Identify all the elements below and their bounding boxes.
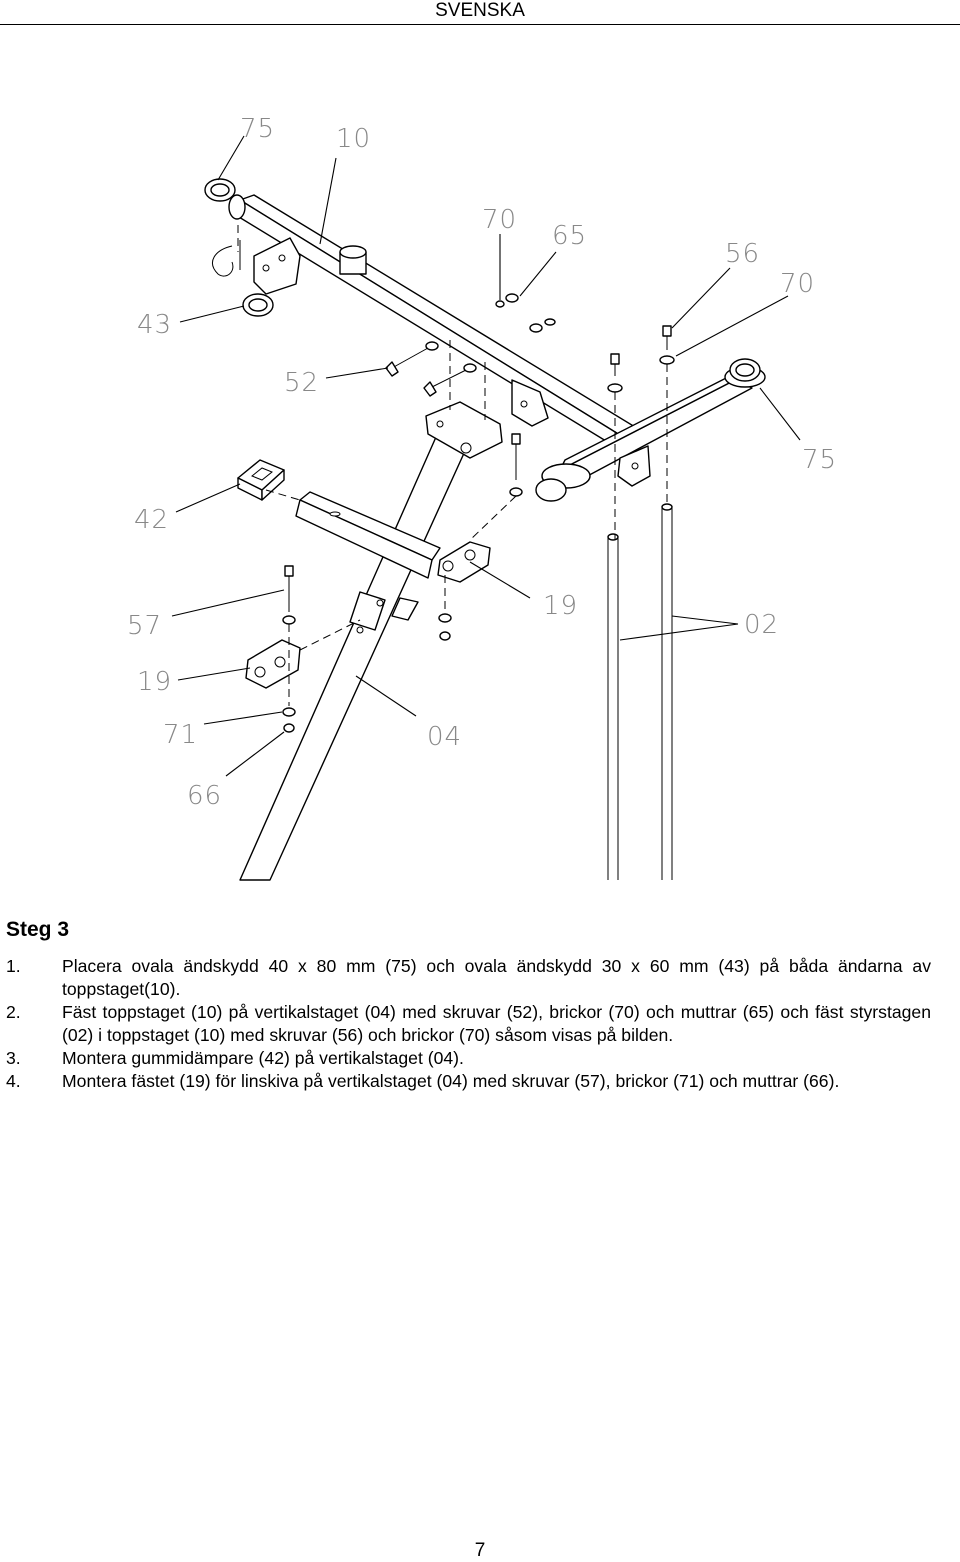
assembly-drawing: 75 10 70 65 56 70 43 52 75 42 57 19 02 1… [127,114,837,881]
page-number: 7 [474,1540,486,1561]
callout-42: 42 [134,505,169,535]
callout-70-right: 70 [780,269,815,299]
step-number: 3. [6,1048,21,1068]
top-clamp [425,401,503,459]
instruction-list: 1. Placera ovala ändskydd 40 x 80 mm (75… [6,955,931,1093]
instruction-step: 3. Montera gummidämpare (42) på vertikal… [6,1047,931,1070]
callout-66: 66 [187,781,222,811]
step-text: Placera ovala ändskydd 40 x 80 mm (75) o… [62,956,931,999]
step-text: Montera fästet (19) för linskiva på vert… [62,1071,840,1091]
callout-04: 04 [427,722,462,752]
side-tube [295,491,491,583]
callout-65: 65 [552,221,587,251]
callout-52: 52 [284,368,319,398]
cross-bar [541,366,766,489]
callout-75-top: 75 [240,114,275,144]
assembly-diagram: 75 10 70 65 56 70 43 52 75 42 57 19 02 1… [0,80,960,890]
language-label: SVENSKA [435,0,525,21]
instruction-step: 1. Placera ovala ändskydd 40 x 80 mm (75… [6,955,931,1001]
leader-lines [171,135,801,777]
callout-43: 43 [137,310,172,340]
callout-labels: 75 10 70 65 56 70 43 52 75 42 57 19 02 1… [127,114,837,811]
callout-19-right: 19 [543,591,578,621]
guide-rod-right [661,503,673,880]
instruction-step: 4. Montera fästet (19) för linskiva på v… [6,1070,931,1093]
callout-02: 02 [744,610,779,640]
step-number: 4. [6,1071,21,1091]
pulley-bracket-left [245,639,301,689]
step-number: 1. [6,956,21,976]
page-header: SVENSKA [0,0,960,25]
callout-56: 56 [725,239,760,269]
alignment-lines [237,225,668,706]
guide-rod-left [607,533,619,880]
hardware [282,293,675,733]
callout-75-right: 75 [802,445,837,475]
callout-71: 71 [163,720,198,750]
step-heading: Steg 3 [6,918,70,941]
callout-70-top: 70 [482,205,517,235]
callout-10: 10 [336,124,371,154]
step-text: Fäst toppstaget (10) på vertikalstaget (… [62,1002,931,1045]
rubber-damper [237,459,285,501]
step-text: Montera gummidämpare (42) på vertikalsta… [62,1048,464,1068]
step-number: 2. [6,1002,21,1022]
callout-57: 57 [127,611,162,641]
callout-19-left: 19 [137,667,172,697]
instruction-step: 2. Fäst toppstaget (10) på vertikalstage… [6,1001,931,1047]
end-caps [204,178,761,502]
